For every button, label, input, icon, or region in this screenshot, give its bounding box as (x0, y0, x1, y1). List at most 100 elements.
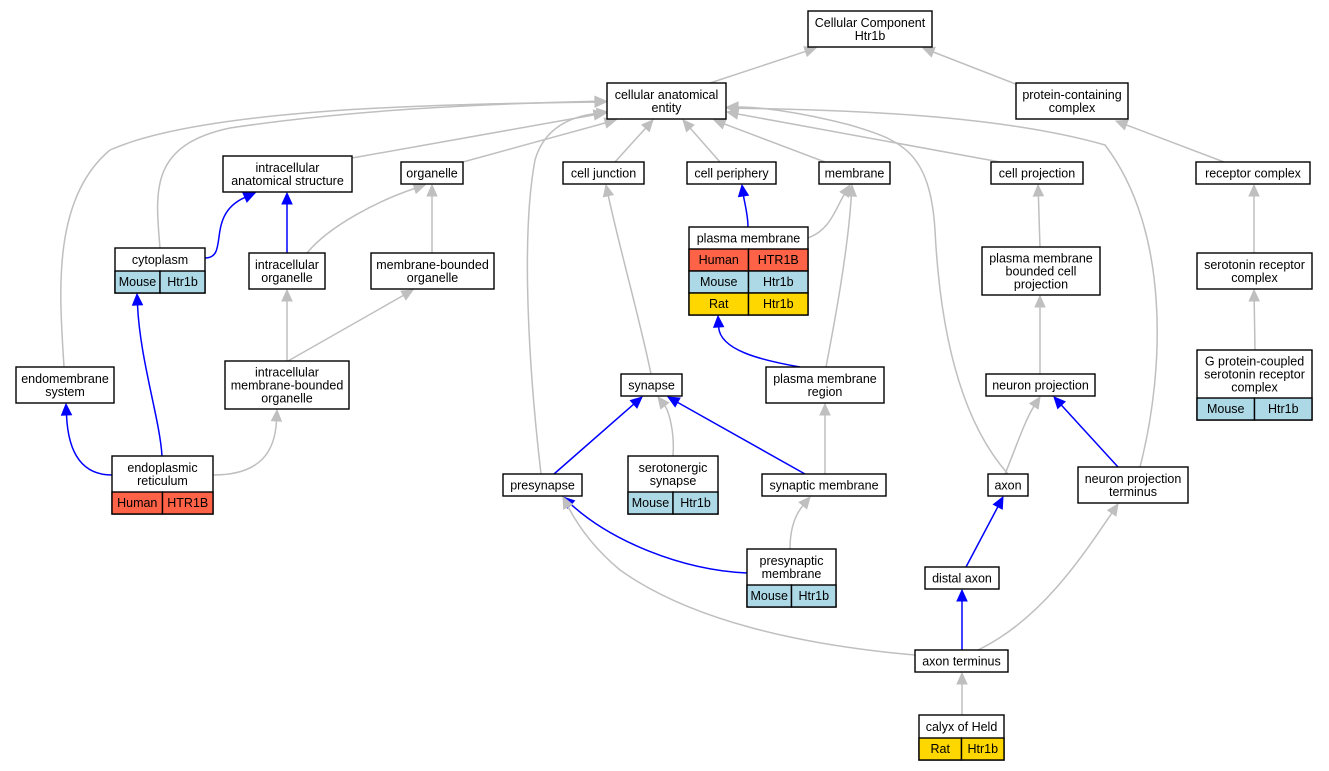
edge-axon-terminus-to-presynapse (562, 495, 916, 656)
node-membrane[interactable]: membrane (818, 161, 891, 185)
edge-line (567, 506, 916, 656)
node-box (224, 360, 350, 410)
node-label-line: intracellular (255, 258, 319, 272)
node-receptor-complex[interactable]: receptor complex (1195, 161, 1311, 185)
node-label-line: system (45, 385, 85, 399)
edge-arrowhead (1032, 183, 1045, 197)
node-label-line: synapse (628, 379, 675, 393)
node-cell-projection[interactable]: cell projection (990, 161, 1084, 185)
edge-calyx-of-held-to-axon-terminus (956, 671, 968, 715)
node-label-line: presynapse (510, 479, 575, 493)
edge-arrowhead (921, 46, 936, 58)
node-label-line: distal axon (932, 572, 992, 586)
edge-arrowhead (1106, 503, 1119, 517)
node-label-line: terminus (1109, 485, 1157, 499)
node-label-line: organelle (406, 167, 457, 181)
node-label-line: membrane-bounded (376, 258, 489, 272)
node-organelle[interactable]: organelle (400, 161, 464, 185)
edge-intracellular-membrane-bounded-organelle-to-membrane-bounded-organelle (287, 289, 415, 362)
gene-label: Htr1b (967, 742, 998, 756)
gene-cell (1253, 397, 1313, 421)
gene-label: Htr1b (763, 297, 794, 311)
species-label: Mouse (632, 496, 670, 510)
gene-label: Htr1b (680, 496, 711, 510)
edge-line (933, 51, 1019, 86)
node-box (924, 566, 1000, 590)
edge-synapse-to-cell-junction (602, 183, 652, 375)
node-cell-junction[interactable]: cell junction (562, 161, 645, 185)
node-box (222, 155, 353, 193)
node-label-line: axon (994, 479, 1021, 493)
node-label-line: bounded cell (1006, 265, 1077, 279)
edge-line (724, 123, 826, 163)
edge-cellular-anatomical-entity-to-cellular-component (709, 46, 818, 84)
node-box (761, 473, 887, 497)
gene-label: Htr1b (763, 275, 794, 289)
edge-line (737, 107, 1158, 468)
edge-neuron-projection-terminus-to-neuron-projection (1053, 396, 1119, 468)
node-distal-axon[interactable]: distal axon (924, 566, 1000, 590)
edge-arrowhead (1248, 183, 1260, 197)
edge-line (965, 506, 999, 568)
edge-line (737, 106, 1009, 475)
edge-arrowhead (712, 118, 727, 130)
node-axon[interactable]: axon (987, 473, 1029, 497)
edge-presynapse-to-cellular-anatomical-entity (526, 107, 610, 475)
node-label-line: organelle (261, 271, 312, 285)
edge-line (789, 505, 804, 550)
edge-arrowhead (131, 292, 144, 306)
node-box (562, 161, 645, 185)
edge-plasma-membrane-to-membrane (807, 183, 851, 239)
edge-arrowhead (798, 496, 811, 510)
edge-arrowhead (562, 495, 574, 510)
edge-axon-terminus-to-distal-axon (956, 588, 968, 650)
gene-label: Htr1b (167, 275, 198, 289)
edge-g-protein-coupled-serotonin-receptor-complex-to-serotonin-receptor-complex (1248, 288, 1260, 351)
node-box (981, 246, 1101, 296)
species-label: Rat (709, 297, 729, 311)
node-label-line: serotonergic (639, 461, 708, 475)
edge-line (1253, 300, 1256, 351)
species-label: Human (699, 253, 739, 267)
edge-plasma-membrane-to-cell-periphery (737, 183, 750, 228)
node-box (686, 161, 777, 185)
node-presynapse[interactable]: presynapse (502, 473, 583, 497)
node-cell-periphery[interactable]: cell periphery (686, 161, 777, 185)
node-synaptic-membrane[interactable]: synaptic membrane (761, 473, 887, 497)
edge-endoplasmic-reticulum-to-endomembrane-system (60, 402, 113, 476)
node-label-line: plasma membrane (773, 372, 877, 386)
node-axon-terminus[interactable]: axon terminus (914, 649, 1009, 673)
node-neuron-projection[interactable]: neuron projection (985, 373, 1096, 397)
edge-cell-junction-to-cellular-anatomical-entity (614, 119, 654, 163)
edge-serotonergic-synapse-to-synapse (657, 396, 675, 457)
node-box (502, 473, 583, 497)
edge-neuron-projection-terminus-to-cellular-anatomical-entity (725, 102, 1158, 468)
edge-arrowhead (682, 119, 695, 133)
node-box (987, 473, 1029, 497)
edge-line (204, 196, 246, 259)
species-label: Human (117, 496, 157, 510)
node-synapse[interactable]: synapse (620, 373, 683, 397)
node-label-line: plasma membrane (989, 252, 1093, 266)
node-label-line: intracellular (256, 161, 320, 175)
edge-intracellular-organelle-to-intracellular-anatomical-structure (281, 191, 293, 253)
